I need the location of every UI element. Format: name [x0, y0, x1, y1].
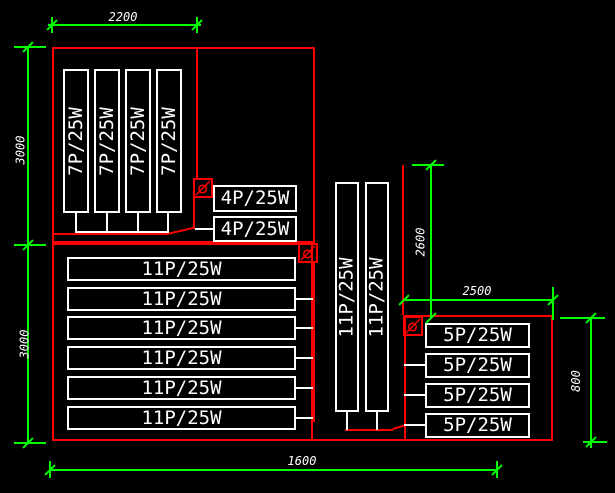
- fixture-label: 11P/25W: [141, 257, 222, 280]
- dim-text-bottom-width[interactable]: 1600: [287, 453, 317, 468]
- fixture-label: 11P/25W: [141, 316, 222, 339]
- fixture-label: 11P/25W: [141, 376, 222, 399]
- dim-text: 2600: [413, 227, 427, 257]
- fixture-label: 7P/25W: [95, 106, 118, 176]
- middle-bottom-line: [345, 429, 393, 431]
- dim-text: 3000: [13, 135, 27, 165]
- dim-text-middle-height[interactable]: 2600: [408, 217, 432, 267]
- fixture-11p-vertical-box[interactable]: 11P/25W: [335, 182, 359, 412]
- fixture-label: 5P/25W: [443, 324, 512, 346]
- fixture-stub-line: [404, 424, 425, 426]
- fixture-stub-line: [296, 327, 313, 329]
- middle-right-boundary-line: [402, 165, 404, 315]
- dim-line-middle-height: [430, 165, 432, 318]
- dim-extension-line: [14, 46, 46, 48]
- lower-left-room-outline: [52, 243, 313, 441]
- fixture-label: 5P/25W: [443, 354, 512, 376]
- dim-line-right-height: [590, 318, 592, 448]
- dim-text-right-height[interactable]: 800: [564, 358, 588, 403]
- fixture-label: 11P/25W: [365, 256, 388, 338]
- dim-line-right-width: [404, 299, 553, 301]
- fixture-11p-box[interactable]: 11P/25W: [67, 376, 296, 400]
- fixture-7p-box[interactable]: 7P/25W: [94, 69, 120, 213]
- dim-line-left-upper: [27, 47, 29, 245]
- middle-left-boundary-line: [313, 263, 315, 422]
- dim-extension-line: [14, 244, 46, 246]
- fixture-stub-line: [137, 213, 139, 232]
- fixture-5p-box[interactable]: 5P/25W: [425, 353, 530, 378]
- fixture-stub-line: [296, 417, 313, 419]
- fixture-label: 7P/25W: [126, 106, 149, 176]
- fixture-11p-box[interactable]: 11P/25W: [67, 316, 296, 340]
- diameter-symbol-icon[interactable]: [298, 243, 318, 263]
- fixture-stub-line: [167, 213, 169, 232]
- dim-line-top-width: [48, 24, 201, 26]
- dim-line-bottom-width: [50, 469, 497, 471]
- upper-partition-bottom-line: [53, 233, 167, 235]
- fixture-stub-line: [346, 412, 348, 430]
- diameter-symbol-icon[interactable]: [403, 316, 423, 336]
- fixture-label: 5P/25W: [443, 384, 512, 406]
- fixture-label: 7P/25W: [157, 106, 180, 176]
- fixture-11p-box[interactable]: 11P/25W: [67, 257, 296, 281]
- upper-partition-line-lower: [193, 198, 195, 229]
- bottom-connector-line: [313, 439, 406, 441]
- dim-extension-line: [14, 442, 46, 444]
- dim-text: 3000: [17, 329, 31, 359]
- fixture-7p-box[interactable]: 7P/25W: [63, 69, 89, 213]
- fixture-stub-line: [404, 394, 425, 396]
- fixture-label: 11P/25W: [335, 256, 358, 338]
- fixture-label: 5P/25W: [443, 414, 512, 436]
- diameter-symbol-icon[interactable]: [193, 178, 213, 198]
- lower-right-room-outline: [404, 315, 553, 441]
- fixture-4p-box[interactable]: 4P/25W: [213, 185, 297, 212]
- fixture-5p-box[interactable]: 5P/25W: [425, 383, 530, 408]
- fixture-stub-line: [296, 387, 313, 389]
- fixture-stub-line: [404, 364, 425, 366]
- fixture-11p-box[interactable]: 11P/25W: [67, 287, 296, 311]
- dim-extension-line: [560, 317, 605, 319]
- dim-text-left-lower[interactable]: 3000: [12, 319, 36, 369]
- fixture-5p-box[interactable]: 5P/25W: [425, 323, 530, 348]
- fixture-5p-box[interactable]: 5P/25W: [425, 413, 530, 438]
- fixture-stub-line: [376, 412, 378, 430]
- fixture-stub-line: [296, 357, 313, 359]
- fixture-stub-line: [75, 213, 77, 232]
- fixture-label: 4P/25W: [220, 187, 290, 209]
- fixture-label: 11P/25W: [141, 346, 222, 369]
- fixture-stub-line: [106, 213, 108, 232]
- fixture-11p-vertical-box[interactable]: 11P/25W: [365, 182, 389, 412]
- fixture-11p-box[interactable]: 11P/25W: [67, 346, 296, 370]
- dim-text-top-width[interactable]: 2200: [108, 10, 138, 24]
- fixture-label: 11P/25W: [141, 287, 222, 310]
- fixture-label: 4P/25W: [220, 217, 290, 240]
- fixture-11p-box[interactable]: 11P/25W: [67, 406, 296, 430]
- fixture-4p-box[interactable]: 4P/25W: [213, 216, 297, 242]
- fixture-connector-line: [75, 231, 169, 233]
- fixture-stub-line: [195, 228, 213, 230]
- dim-text-right-width[interactable]: 2500: [462, 284, 492, 298]
- upper-partition-line: [196, 47, 198, 178]
- dim-line-left-lower: [27, 245, 29, 443]
- fixture-stub-line: [296, 298, 313, 300]
- dim-text-left-upper[interactable]: 3000: [8, 125, 32, 175]
- fixture-7p-box[interactable]: 7P/25W: [156, 69, 182, 213]
- dim-extension-line: [583, 441, 607, 443]
- dim-extension-line: [552, 287, 554, 320]
- fixture-label: 7P/25W: [64, 106, 87, 176]
- fixture-7p-box[interactable]: 7P/25W: [125, 69, 151, 213]
- upper-left-room-outline: [52, 47, 315, 243]
- fixture-label: 11P/25W: [141, 406, 222, 429]
- dim-text: 800: [569, 369, 583, 392]
